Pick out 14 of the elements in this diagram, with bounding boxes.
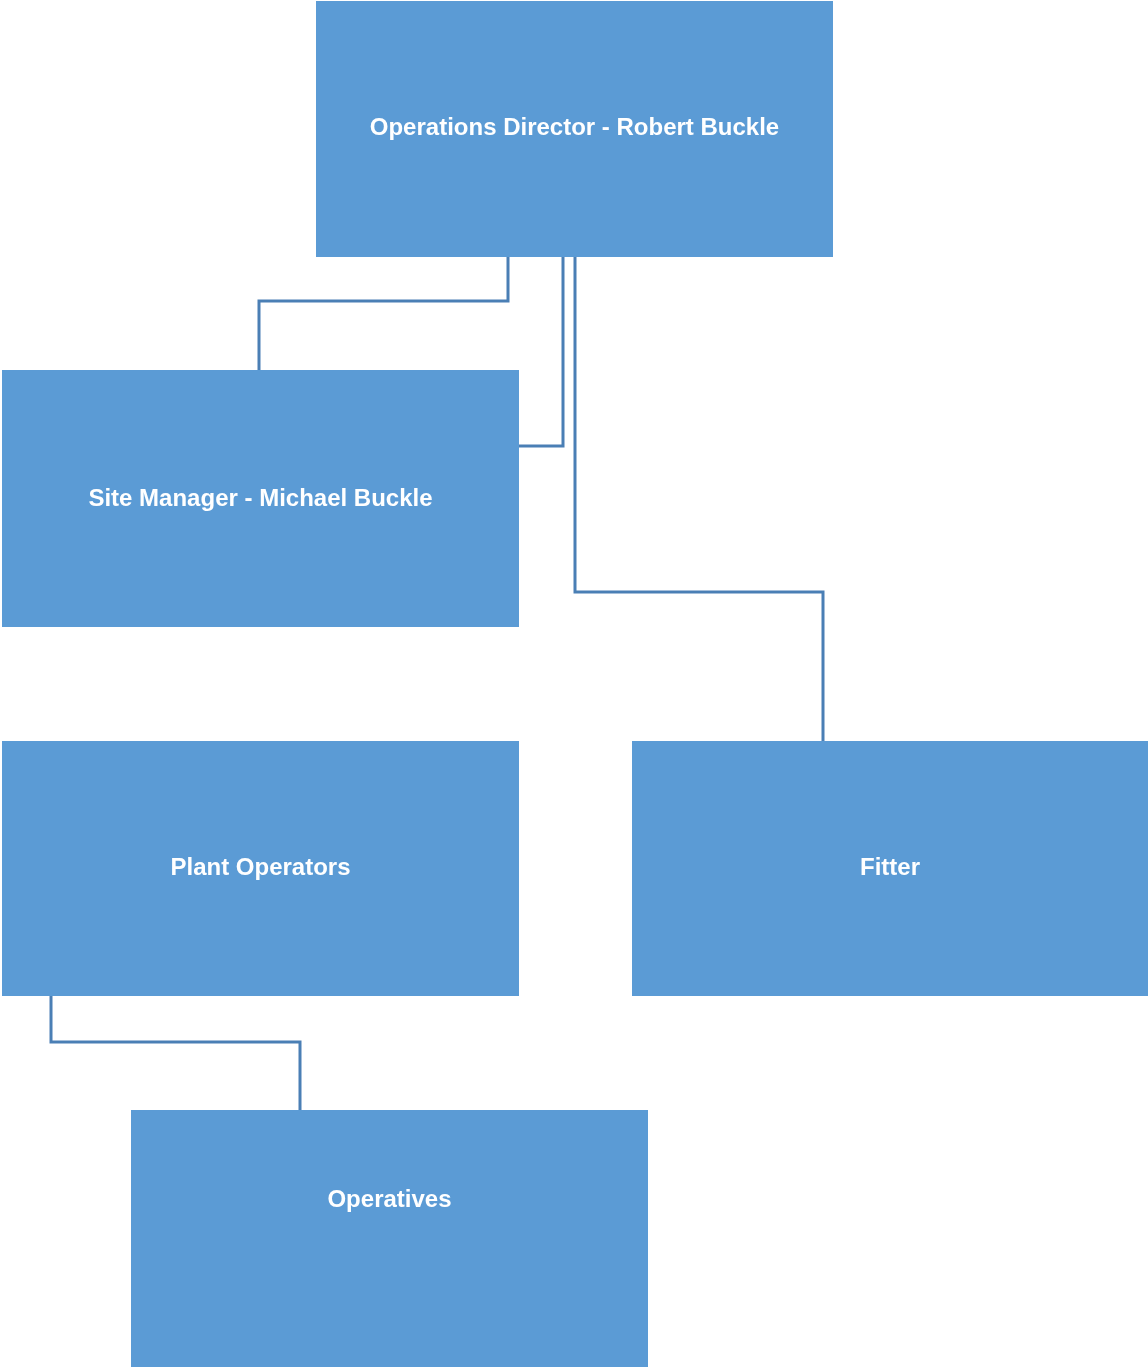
connector-line: [49, 996, 302, 1110]
connector-line: [573, 257, 825, 741]
role-title: Plant Operators: [169, 852, 352, 882]
connector-line: [519, 257, 565, 448]
role-box: [131, 1110, 648, 1367]
role-title: Site Manager - Michael Buckle: [87, 483, 434, 513]
role-box: [632, 741, 1148, 996]
role-title: Operations Director - Robert Buckle: [368, 112, 781, 142]
role-box: [316, 1, 833, 257]
role-box: [2, 370, 519, 627]
role-box: [2, 741, 519, 996]
role-title: Operatives: [326, 1184, 453, 1214]
role-title: Fitter: [859, 852, 921, 882]
connector-line: [257, 257, 510, 370]
